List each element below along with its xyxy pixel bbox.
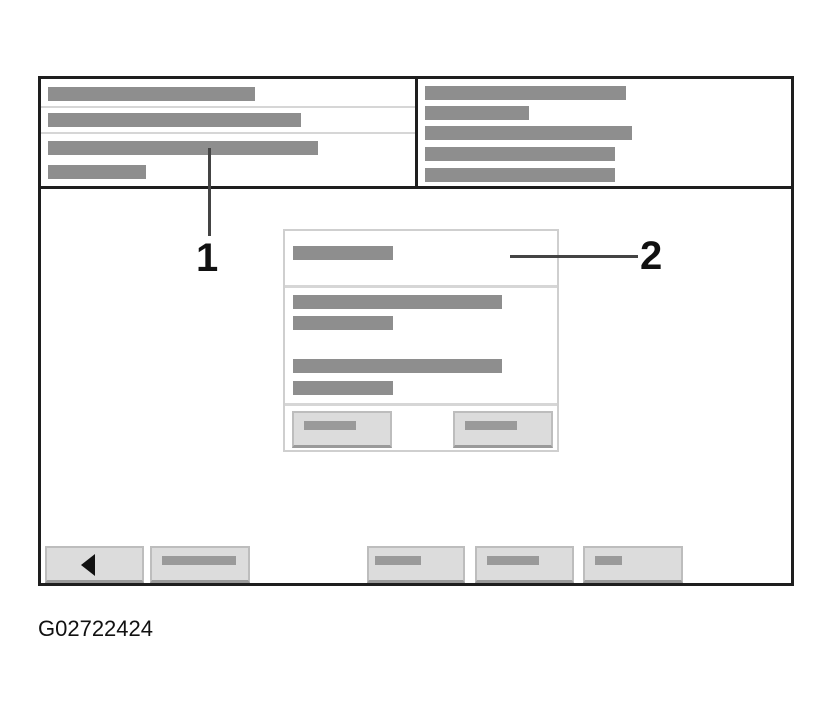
left-info-panel bbox=[41, 79, 415, 186]
button-label-placeholder bbox=[304, 421, 356, 430]
right-info-panel bbox=[418, 79, 792, 186]
back-button[interactable] bbox=[45, 546, 144, 583]
dialog-button-divider bbox=[285, 403, 557, 406]
info-line bbox=[48, 141, 318, 155]
info-line bbox=[48, 165, 146, 179]
info-line bbox=[48, 87, 255, 101]
callout-2-label: 2 bbox=[640, 234, 663, 278]
figure-id: G02722424 bbox=[38, 616, 153, 641]
dialog-text-line bbox=[293, 381, 393, 395]
button-label-placeholder bbox=[487, 556, 539, 565]
bottom-button-4[interactable] bbox=[583, 546, 683, 583]
dialog-cancel-button[interactable] bbox=[453, 411, 553, 448]
callout-2-leader-line bbox=[510, 255, 638, 258]
info-separator bbox=[41, 132, 415, 134]
info-separator bbox=[41, 106, 415, 108]
info-line bbox=[425, 168, 615, 182]
dialog-box bbox=[283, 229, 559, 452]
dialog-text-line bbox=[293, 316, 393, 330]
info-line bbox=[425, 126, 632, 140]
bottom-button-2[interactable] bbox=[367, 546, 465, 583]
info-line bbox=[48, 113, 301, 127]
callout-1-label: 1 bbox=[196, 236, 219, 280]
dialog-title-divider bbox=[285, 285, 557, 288]
header-column-divider bbox=[415, 78, 418, 188]
bottom-button-1[interactable] bbox=[150, 546, 250, 583]
info-line bbox=[425, 106, 529, 120]
callout-1-leader-line bbox=[208, 148, 211, 236]
dialog-title bbox=[293, 246, 393, 260]
button-label-placeholder bbox=[375, 556, 421, 565]
button-label-placeholder bbox=[162, 556, 236, 565]
header-bottom-divider bbox=[40, 186, 792, 189]
dialog-confirm-button[interactable] bbox=[292, 411, 392, 448]
bottom-button-3[interactable] bbox=[475, 546, 574, 583]
back-arrow-icon bbox=[81, 554, 95, 576]
info-line bbox=[425, 147, 615, 161]
button-label-placeholder bbox=[465, 421, 517, 430]
dialog-text-line bbox=[293, 295, 502, 309]
button-label-placeholder bbox=[595, 556, 622, 565]
dialog-text-line bbox=[293, 359, 502, 373]
info-line bbox=[425, 86, 626, 100]
